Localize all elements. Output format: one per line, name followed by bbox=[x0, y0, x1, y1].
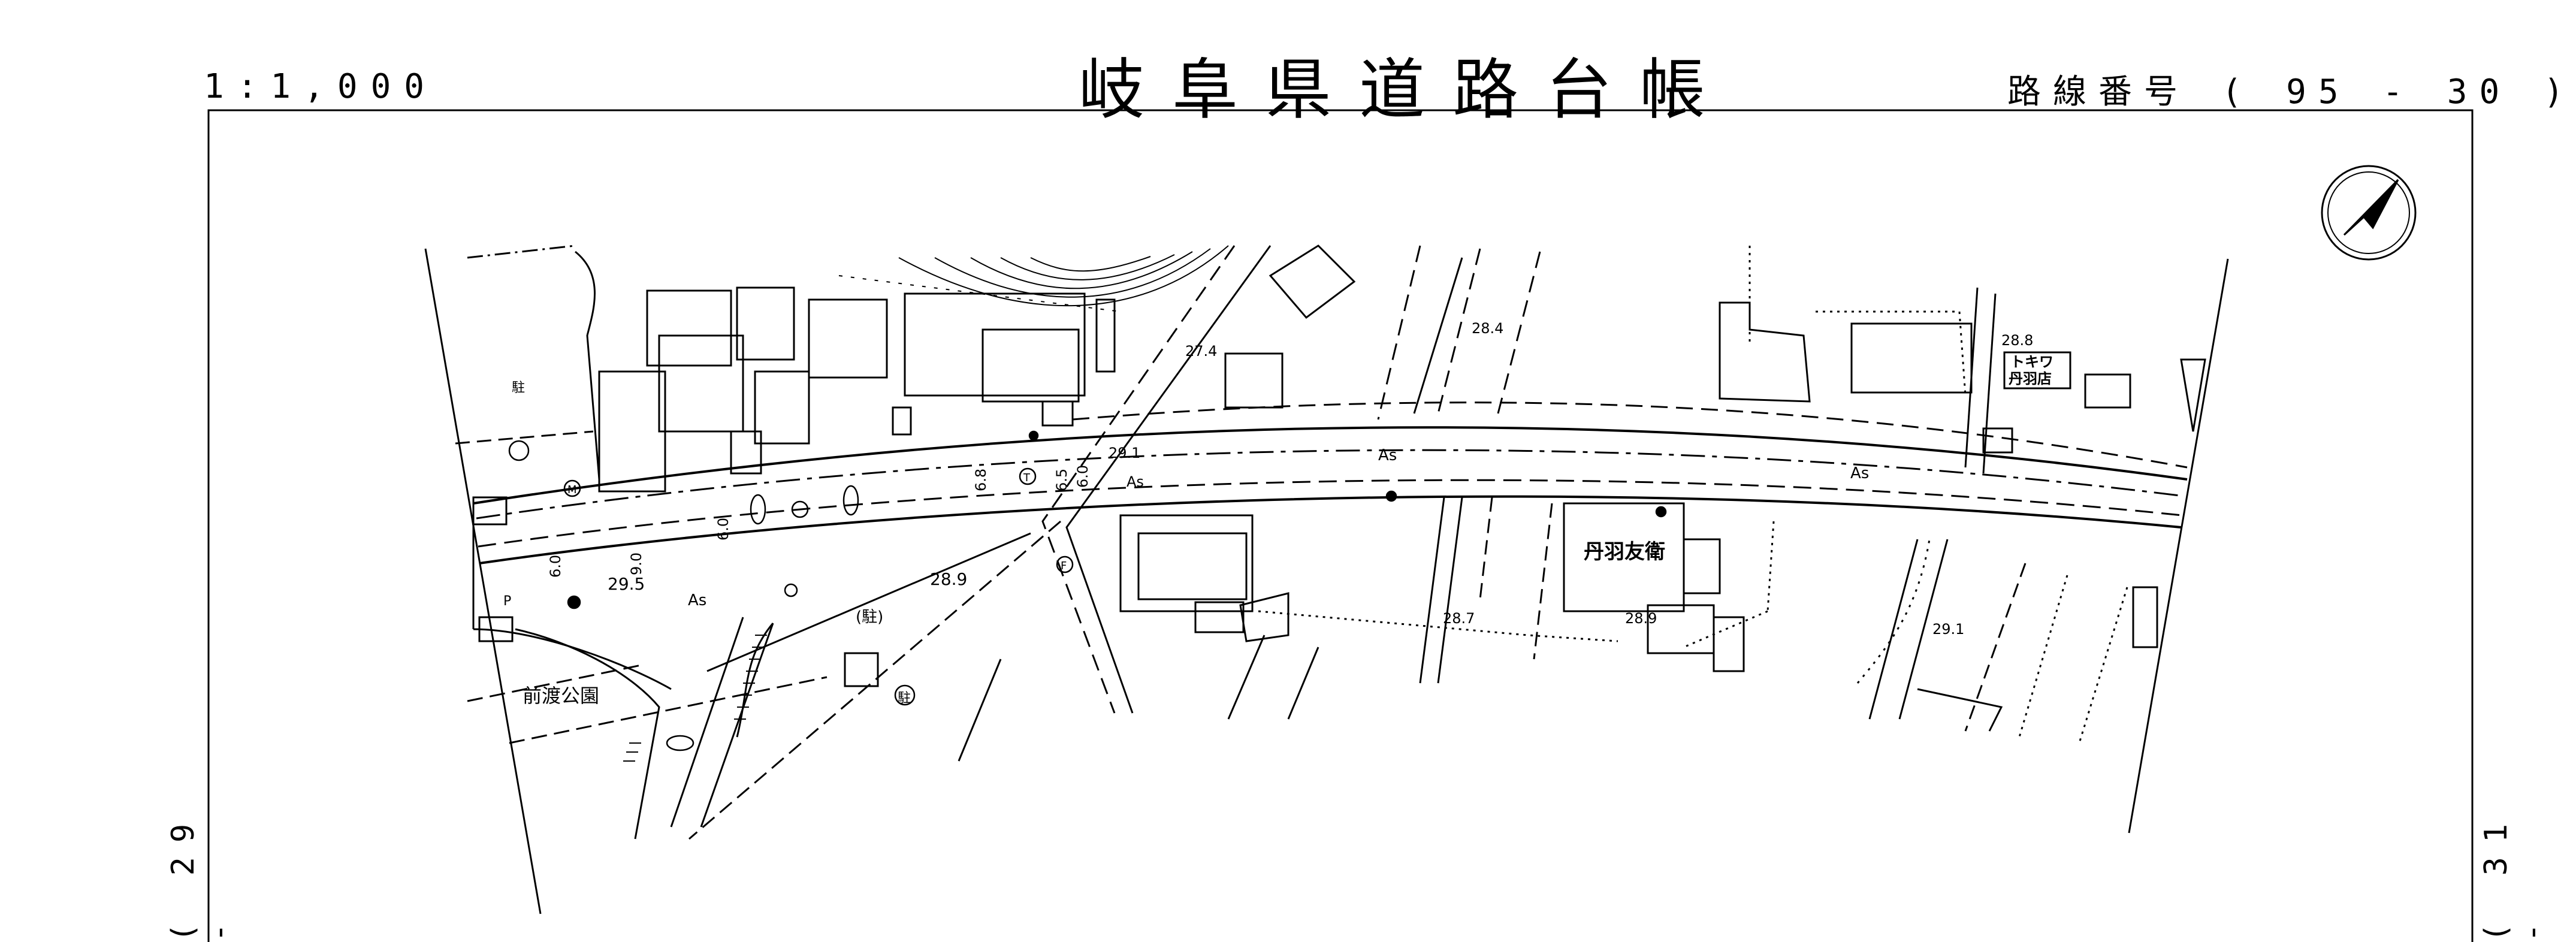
shop-label-1: 丹羽友衛 bbox=[1584, 540, 1665, 564]
symbol-f: F bbox=[1061, 560, 1067, 572]
side-road bbox=[670, 245, 1272, 840]
map-frame bbox=[207, 109, 2474, 942]
road-width-2: 6.5 bbox=[1053, 469, 1070, 491]
north-arrow bbox=[2321, 165, 2417, 261]
map-symbols bbox=[508, 430, 1667, 751]
parking-symbol-2: 駐 bbox=[898, 691, 911, 706]
route-number: 路線番号 ( 95 - 30 ) bbox=[2007, 65, 2576, 113]
elevation-5: 29.5 bbox=[608, 574, 645, 594]
elevation-3: 28.8 bbox=[2001, 332, 2033, 349]
elevation-9: 29.1 bbox=[1932, 621, 1964, 638]
parking-symbol-1: 駐 bbox=[512, 381, 525, 395]
elevation-2: 28.4 bbox=[1472, 320, 1503, 337]
elevation-1: 27.4 bbox=[1185, 343, 1217, 360]
elevation-4: 29.1 bbox=[1109, 445, 1140, 461]
map-scale: 1:1,000 bbox=[204, 67, 438, 106]
surface-as-2: As bbox=[1127, 473, 1144, 490]
elevation-6: 28.9 bbox=[930, 569, 967, 589]
route-label: 路線番号 bbox=[2007, 73, 2190, 111]
road-width-4: 6.0 bbox=[715, 518, 732, 541]
elevation-7: 28.7 bbox=[1443, 610, 1475, 627]
road-width-3: 6.0 bbox=[1074, 465, 1091, 488]
park-area bbox=[455, 244, 879, 840]
parking-paren: (駐) bbox=[856, 608, 883, 626]
surface-as-3: As bbox=[1378, 446, 1397, 464]
road-width-1: 6.8 bbox=[973, 469, 989, 491]
road-width-6: 9.0 bbox=[628, 552, 645, 575]
sheet-boundary-right bbox=[2128, 258, 2229, 834]
sheet-boundary-left bbox=[424, 248, 542, 914]
shop-label-2a: トキワ bbox=[2010, 354, 2053, 370]
symbol-p: P bbox=[503, 594, 511, 609]
surface-as-4: As bbox=[1850, 464, 1869, 482]
route-value: ( 95 - 30 ) bbox=[2221, 73, 2576, 111]
buildings-south bbox=[958, 497, 2158, 762]
symbol-t: T bbox=[1023, 472, 1031, 484]
buildings-northwest bbox=[598, 286, 1284, 493]
slope-contours bbox=[838, 245, 1229, 312]
buildings-northeast bbox=[1269, 244, 2206, 474]
elevation-8: 28.9 bbox=[1625, 610, 1657, 627]
map-title: 岐阜県道路台帳 bbox=[1079, 52, 1733, 128]
symbol-m: M bbox=[567, 484, 577, 496]
shop-label-2b: 丹羽店 bbox=[2009, 370, 2052, 387]
road-width-5: 6.0 bbox=[547, 555, 564, 578]
park-name: 前渡公園 bbox=[523, 684, 599, 707]
surface-as-1: As bbox=[688, 591, 706, 609]
